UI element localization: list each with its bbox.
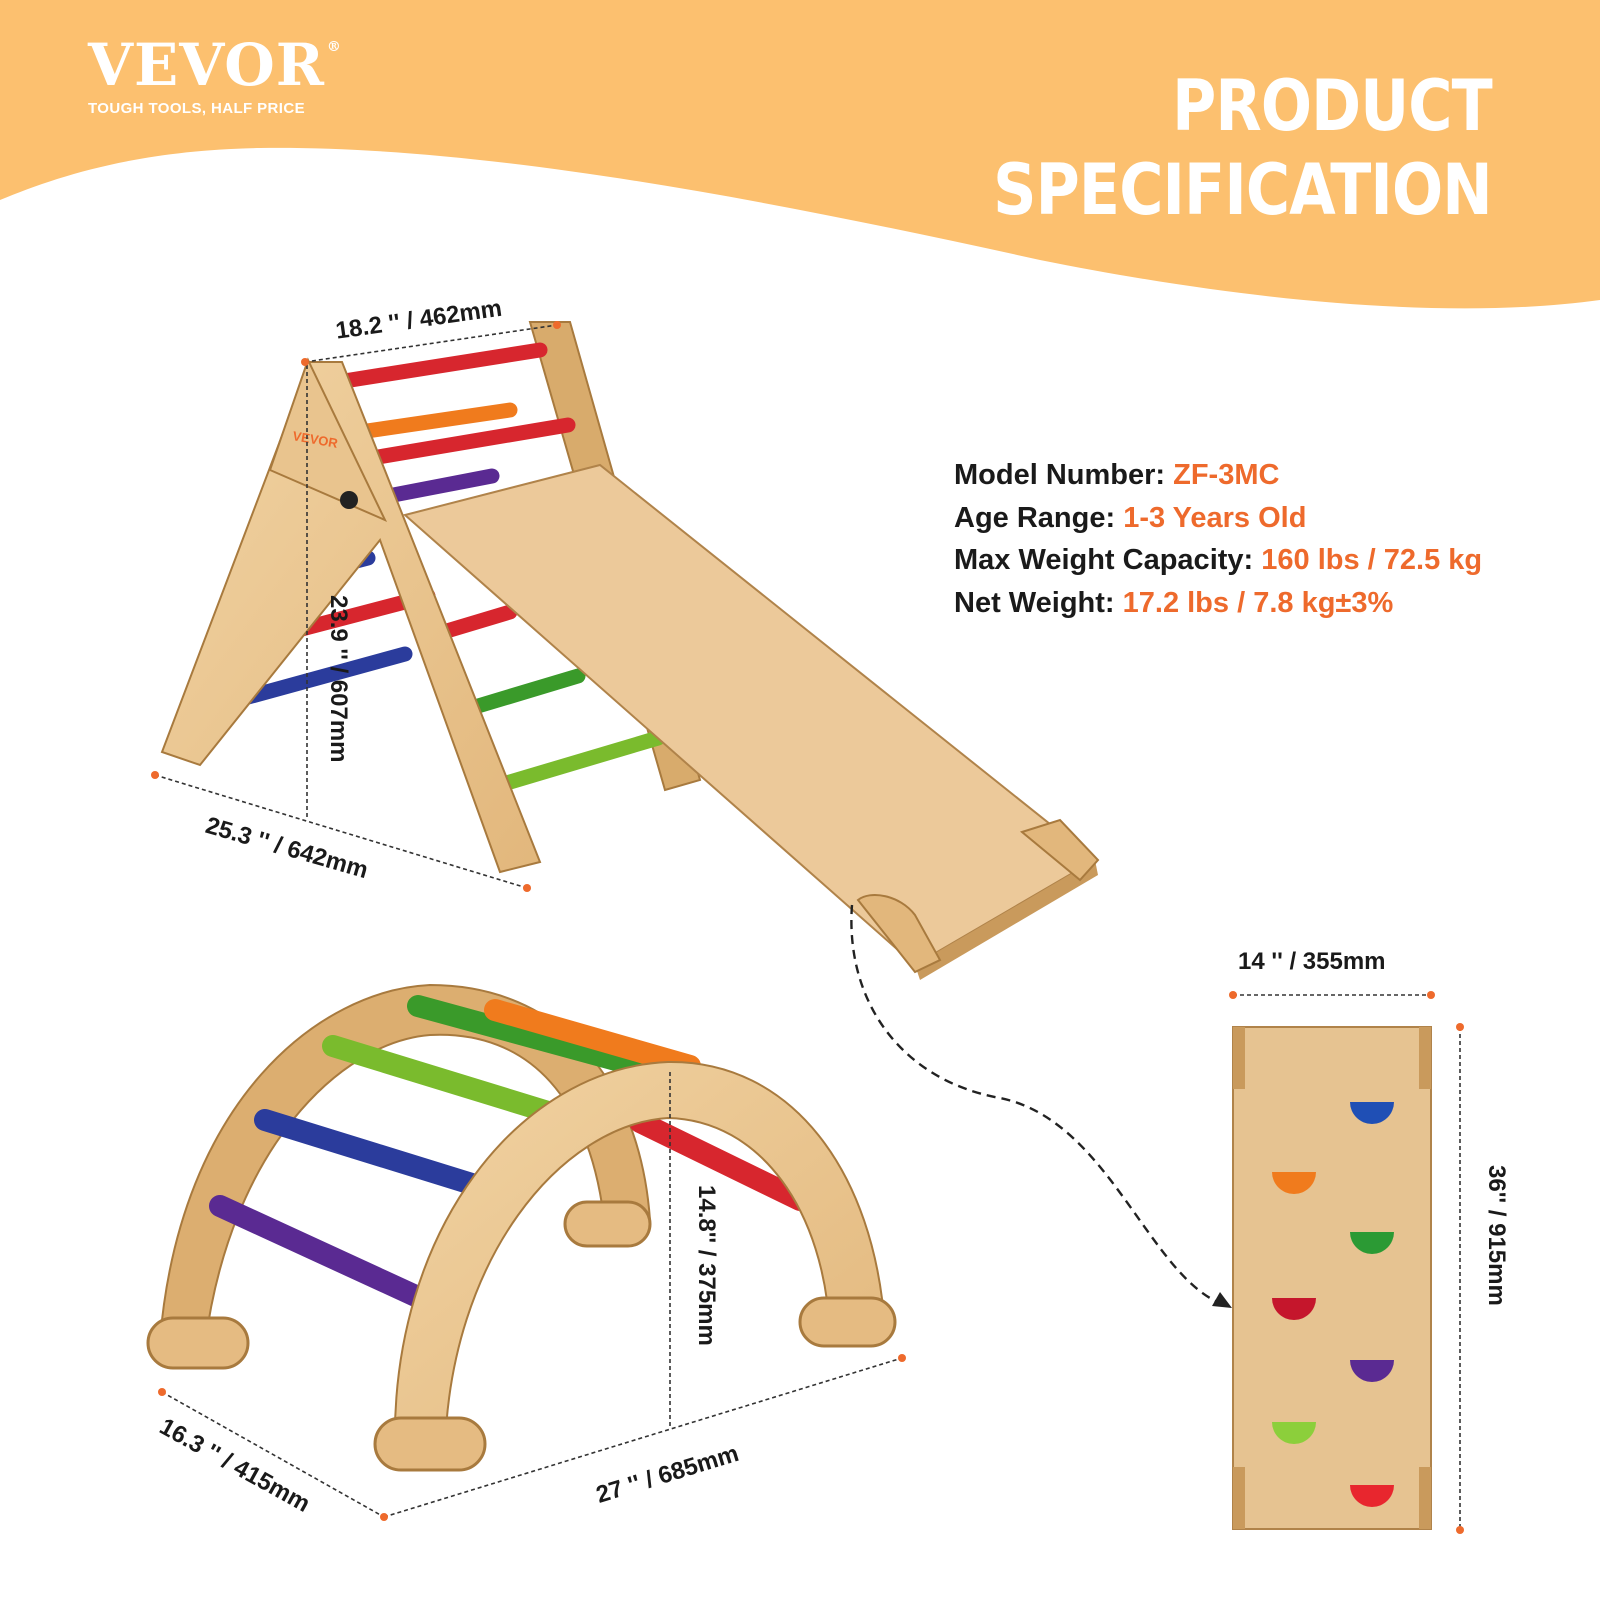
climbing-board <box>1232 1026 1432 1530</box>
spec-row-model: Model Number: ZF-3MC <box>954 459 1280 491</box>
climbing-holds <box>1272 1102 1394 1507</box>
dim-arch-height: 14.8'' / 375mm <box>693 1185 720 1346</box>
arch-illustration <box>146 983 897 1472</box>
spec-label: Max Weight Capacity <box>954 544 1244 576</box>
board-bracket-bottom-right <box>1419 1467 1431 1529</box>
arch-handle-back-right <box>563 1200 652 1248</box>
spec-value: 1-3 Years Old <box>1123 501 1307 534</box>
spec-label: Model Number <box>954 459 1156 491</box>
arch-dimension-lines <box>161 1072 903 1518</box>
slide-board-edge <box>915 860 1098 980</box>
board-bracket-bottom-left <box>1233 1467 1245 1529</box>
triangle-slide-illustration: VEVOR <box>160 321 1100 980</box>
board-bracket-top-left <box>1233 1027 1245 1089</box>
triangle-apex-panel <box>268 357 388 522</box>
slide-foot <box>856 894 942 974</box>
brand-name: VEVOR® <box>88 31 342 99</box>
dim-triangle-height: 23.9 '' / 607mm <box>325 595 352 763</box>
spec-label: Net Weight <box>954 586 1105 619</box>
dim-board-length: 36'' / 915mm <box>1483 1165 1510 1306</box>
top-wave-banner <box>0 0 1600 309</box>
brand-logo: VEVOR® TOUGH TOOLS, HALF PRICE <box>88 31 342 117</box>
spec-row-age: Age Range: 1-3 Years Old <box>954 501 1307 534</box>
spec-row-max-weight: Max Weight Capacity: 160 lbs / 72.5 kg <box>954 544 1483 576</box>
spec-value: 160 lbs / 72.5 kg <box>1261 544 1483 576</box>
spec-value: 17.2 lbs / 7.8 kg±3% <box>1122 586 1394 619</box>
arch-dimension-dots <box>158 1354 906 1521</box>
slide-hook <box>1019 818 1100 882</box>
board-dimension-dots <box>1229 991 1464 1534</box>
headline-line-2: SPECIFICATION <box>993 149 1492 231</box>
flip-arrow-head-icon <box>1212 1292 1232 1308</box>
flip-arrow-path <box>850 904 1226 1307</box>
registered-mark: ® <box>326 39 342 55</box>
spec-label: Age Range <box>954 501 1106 534</box>
board-dimension-lines <box>1233 994 1461 1530</box>
spec-list: Model Number: ZF-3MC Age Range: 1-3 Year… <box>954 454 1482 624</box>
board-bracket-top-right <box>1419 1027 1431 1089</box>
arch-handle-front-left <box>373 1416 487 1472</box>
page-headline: PRODUCT SPECIFICATION <box>993 64 1492 232</box>
arch-handle-front-right <box>798 1296 897 1348</box>
arch-handle-back-left <box>146 1316 250 1370</box>
brand-tagline: TOUGH TOOLS, HALF PRICE <box>88 100 305 117</box>
spec-row-net-weight: Net Weight: 17.2 lbs / 7.8 kg±3% <box>954 586 1394 619</box>
climbing-board-illustration <box>1232 1026 1432 1530</box>
dim-board-width: 14 '' / 355mm <box>1238 948 1386 975</box>
spec-value: ZF-3MC <box>1173 459 1280 491</box>
headline-line-1: PRODUCT <box>1172 65 1493 147</box>
triangle-dimension-dots <box>151 321 561 892</box>
arch-front-frame <box>393 1060 887 1451</box>
triangle-dimension-lines <box>154 324 558 889</box>
frame-knob-icon <box>340 491 358 509</box>
arch-rungs <box>209 995 811 1309</box>
